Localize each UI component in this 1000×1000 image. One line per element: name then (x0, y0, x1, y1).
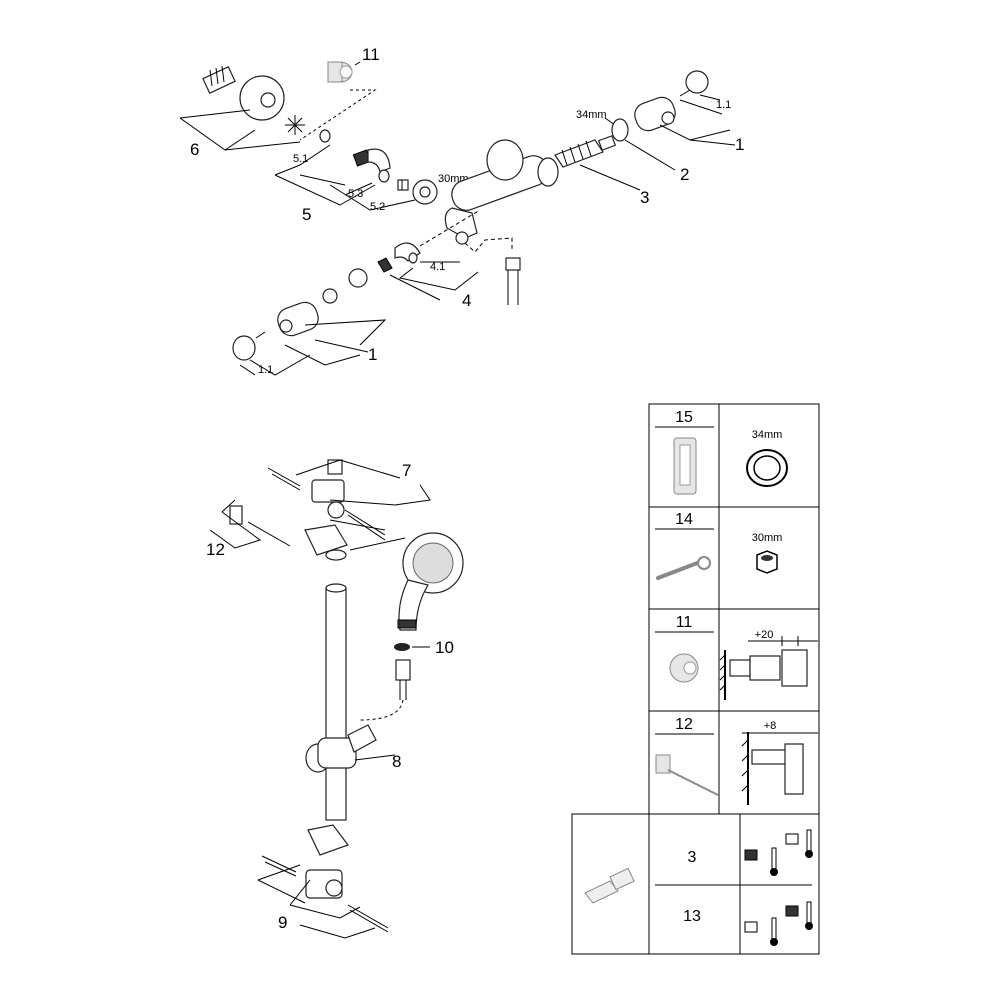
table-num-14: 14 (675, 511, 693, 528)
label-1-bottom: 1 (368, 345, 377, 364)
label-10: 10 (435, 638, 454, 657)
sleeve-11-icon (669, 653, 699, 683)
table-num-11: 11 (676, 614, 693, 631)
label-1-top: 1 (735, 135, 744, 154)
wall-plug-12-icon (655, 754, 719, 796)
thermostat-body (444, 139, 559, 245)
shower-hose-end (359, 659, 411, 721)
table-num-3: 3 (688, 849, 697, 866)
label-12-diagram: 12 (206, 540, 225, 559)
hand-shower (397, 532, 464, 631)
label-4-1: 4.1 (430, 261, 445, 273)
label-2: 2 (680, 165, 689, 184)
part-8-slider (305, 724, 377, 773)
table-dim-plus20: +20 (755, 629, 774, 641)
label-6: 6 (190, 140, 199, 159)
part-5-elbow (319, 129, 438, 205)
part-11-sleeve (327, 61, 353, 83)
label-7: 7 (402, 461, 411, 480)
rail-holder-top (304, 524, 348, 561)
part-2-nut (611, 118, 629, 142)
label-5-3: 5.3 (348, 188, 363, 200)
label-11: 11 (362, 45, 380, 64)
part-7-top-bracket (267, 459, 386, 541)
thermometer-variant-13-icon (744, 901, 813, 946)
part-3-cartridge (554, 135, 617, 168)
bracket-install-icon (741, 732, 818, 805)
label-3: 3 (640, 188, 649, 207)
label-5-1: 5.1 (293, 153, 308, 165)
table-dim-30mm: 30mm (752, 532, 783, 544)
table-dim-plus8: +8 (764, 720, 777, 732)
part-1-right-cover (634, 70, 709, 132)
spare-parts-table: 15 34mm 14 30mm 11 +20 (571, 403, 820, 955)
cartridge-icon (584, 867, 635, 904)
part-4-elbow (322, 242, 421, 304)
tool-15-icon (673, 437, 697, 495)
label-9: 9 (278, 913, 287, 932)
dim-34mm-top: 34mm (576, 109, 607, 121)
part-6-connector (202, 65, 305, 135)
label-5-2: 5.2 (370, 201, 385, 213)
label-5: 5 (302, 205, 311, 224)
table-num-13: 13 (683, 908, 701, 925)
rail-holder-bottom (307, 824, 349, 856)
label-1-1-bottom: 1.1 (258, 364, 273, 376)
part-9-bottom-bracket (261, 855, 389, 933)
label-8: 8 (392, 752, 401, 771)
nut-34mm-icon (746, 449, 788, 487)
table-num-12: 12 (675, 716, 693, 733)
nut-30mm-icon (756, 550, 778, 574)
table-num-15: 15 (675, 409, 693, 426)
extension-install-icon (719, 636, 818, 700)
part-10-washer (394, 643, 410, 651)
thermometer-variant-3-icon (744, 829, 813, 876)
thermostat-assembly: 11 6 5.1 5.3 5.2 5 30mm (179, 45, 744, 376)
shower-rail (325, 583, 347, 821)
label-1-1-top: 1.1 (716, 99, 731, 111)
part-1-left-cover (232, 301, 319, 361)
hose-connector (505, 257, 521, 305)
wrench-icon (656, 556, 711, 580)
label-4: 4 (462, 291, 471, 310)
shower-rail-assembly: 7 12 10 (206, 459, 464, 939)
table-dim-34mm: 34mm (752, 429, 783, 441)
